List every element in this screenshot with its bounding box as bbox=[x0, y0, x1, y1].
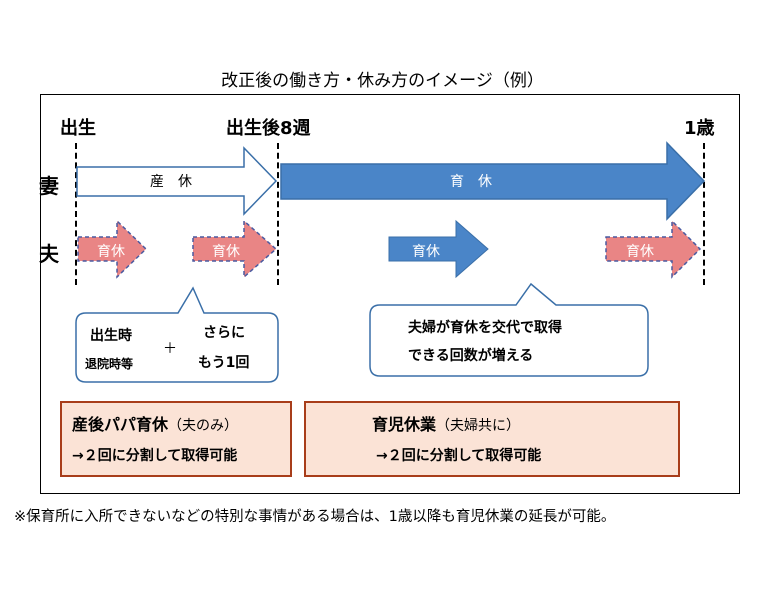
row-label-wife: 妻 bbox=[39, 174, 59, 198]
bubble-right-line1: 夫婦が育休を交代で取得 bbox=[408, 320, 562, 336]
husband-arrow-4-label: 育休 bbox=[626, 244, 654, 260]
paternity-leave-body: →２回に分割して取得可能 bbox=[72, 448, 238, 464]
husband-arrow-3-label: 育休 bbox=[412, 244, 440, 260]
husband-arrow-1-label: 育休 bbox=[97, 244, 125, 260]
row-label-husband: 夫 bbox=[39, 242, 59, 266]
paternity-leave-sub: （夫のみ） bbox=[168, 418, 239, 434]
timeline-birth-label: 出生 bbox=[60, 118, 96, 139]
childcare-leave-box: 育児休業（夫婦共に） →２回に分割して取得可能 bbox=[304, 401, 680, 477]
childcare-leave-sub: （夫婦共に） bbox=[436, 418, 521, 434]
husband-arrow-2 bbox=[192, 219, 278, 279]
husband-arrow-2-label: 育休 bbox=[212, 244, 240, 260]
childcare-leave-body: →２回に分割して取得可能 bbox=[376, 448, 542, 464]
bubble-left-right2: もう1回 bbox=[198, 355, 250, 371]
timeline-week8-label: 出生後8週 bbox=[226, 118, 311, 139]
bubble-right-line2: できる回数が増える bbox=[408, 348, 534, 364]
page-title: 改正後の働き方・休み方のイメージ（例） bbox=[221, 71, 544, 91]
husband-arrow-3 bbox=[388, 219, 489, 279]
wife-childcare-arrow bbox=[280, 141, 706, 221]
timeline-age1-label: 1歳 bbox=[684, 118, 715, 139]
bubble-left-shape bbox=[75, 286, 279, 383]
age1-divider bbox=[703, 143, 705, 285]
bubble-left-line1: 出生時 bbox=[90, 328, 132, 344]
bubble-left-plus: ＋ bbox=[163, 341, 177, 357]
birth-divider bbox=[75, 143, 77, 285]
week8-divider bbox=[277, 143, 279, 285]
childcare-leave-title: 育児休業 bbox=[372, 415, 437, 434]
paternity-leave-box: 産後パパ育休（夫のみ） →２回に分割して取得可能 bbox=[60, 401, 292, 477]
paternity-leave-title: 産後パパ育休 bbox=[72, 415, 169, 434]
husband-arrow-1 bbox=[77, 219, 148, 279]
bubble-left-line2: 退院時等 bbox=[85, 357, 134, 371]
husband-arrow-4 bbox=[605, 219, 702, 279]
wife-maternity-arrow bbox=[76, 146, 278, 216]
wife-maternity-label: 産 休 bbox=[150, 174, 192, 190]
bubble-left-right1: さらに bbox=[203, 325, 245, 341]
footnote: ※保育所に入所できないなどの特別な事情がある場合は、1歳以降も育児休業の延長が可… bbox=[14, 509, 616, 525]
bubble-right-shape bbox=[369, 282, 649, 377]
diagram-frame bbox=[40, 94, 740, 494]
wife-childcare-label: 育 休 bbox=[450, 174, 492, 190]
